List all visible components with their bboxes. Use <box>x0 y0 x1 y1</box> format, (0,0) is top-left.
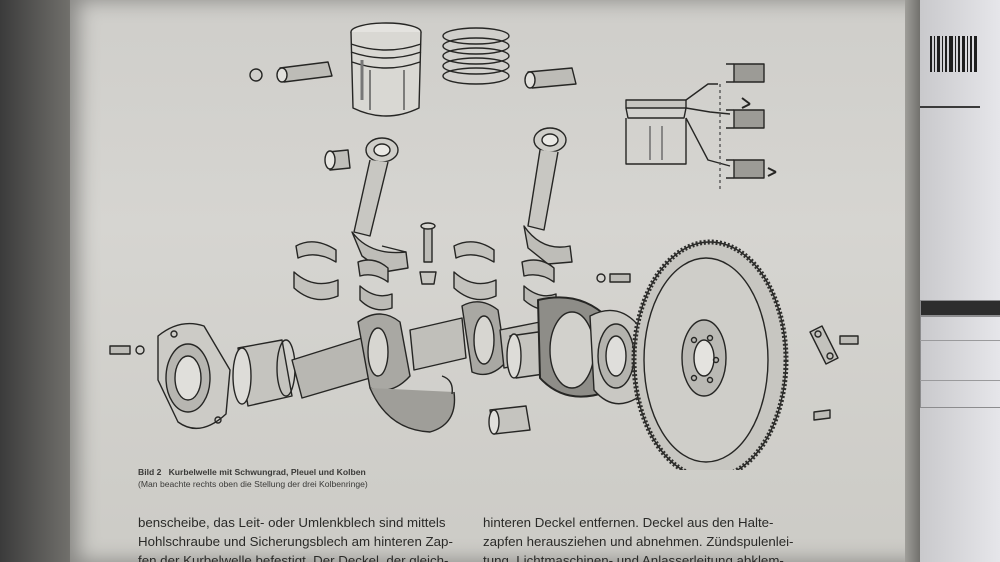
page-rule <box>920 106 980 108</box>
housing-bolt <box>109 345 145 355</box>
flywheel-bolt <box>813 335 859 421</box>
small-end-bush-left <box>324 149 351 171</box>
figure-title: Kurbelwelle mit Schwungrad, Pleuel und K… <box>168 467 366 477</box>
figure-note: (Man beachte rechts oben die Stellung de… <box>138 479 368 489</box>
main-bearing-bush-left <box>232 339 296 407</box>
text-line: zapfen herausziehen und abnehmen. Zündsp… <box>483 534 794 549</box>
text-column-left: benscheibe, das Leit- oder Umlenkblech s… <box>138 513 478 562</box>
adjacent-page <box>920 0 1000 562</box>
barcode-icon <box>930 36 977 72</box>
text-line: Hohlschraube und Sicherungsblech am hint… <box>138 534 453 549</box>
bearing-housing-left <box>157 322 231 430</box>
ring-position-detail <box>625 63 777 190</box>
circlip-left <box>249 68 263 82</box>
text-line: hinteren Deckel entfernen. Deckel aus de… <box>483 515 774 530</box>
label-box <box>920 316 1000 408</box>
crankshaft <box>291 301 545 433</box>
rod-bolt <box>419 222 437 285</box>
small-bolt-washer <box>596 273 631 283</box>
lock-plate <box>809 325 839 365</box>
flywheel <box>631 239 789 470</box>
figure-label: Bild 2 <box>138 467 162 477</box>
rear-cover <box>589 309 643 405</box>
piston-pin-right <box>524 67 577 89</box>
text-line: fen der Kurbelwelle befestigt. Der Decke… <box>138 553 449 562</box>
piston-pin-left <box>276 61 333 83</box>
book-page: Bild 2 Kurbelwelle mit Schwungrad, Pleue… <box>70 0 925 562</box>
figure-caption: Bild 2 Kurbelwelle mit Schwungrad, Pleue… <box>138 466 368 490</box>
page-rule <box>920 380 1000 381</box>
bearing-shells-left <box>293 241 393 311</box>
connecting-rod-right <box>523 127 573 265</box>
piston <box>350 22 422 117</box>
connecting-rod-left <box>351 137 409 273</box>
gasket <box>537 296 609 398</box>
text-line: tung, Lichtmaschinen- und Anlasserleitun… <box>483 553 784 562</box>
lower-bush <box>488 405 531 435</box>
page-rule <box>920 340 1000 341</box>
label-box <box>920 300 1000 316</box>
exploded-view-diagram <box>109 22 859 470</box>
piston-rings <box>442 27 510 85</box>
text-column-right: hinteren Deckel entfernen. Deckel aus de… <box>483 513 833 562</box>
text-line: benscheibe, das Leit- oder Umlenkblech s… <box>138 515 446 530</box>
